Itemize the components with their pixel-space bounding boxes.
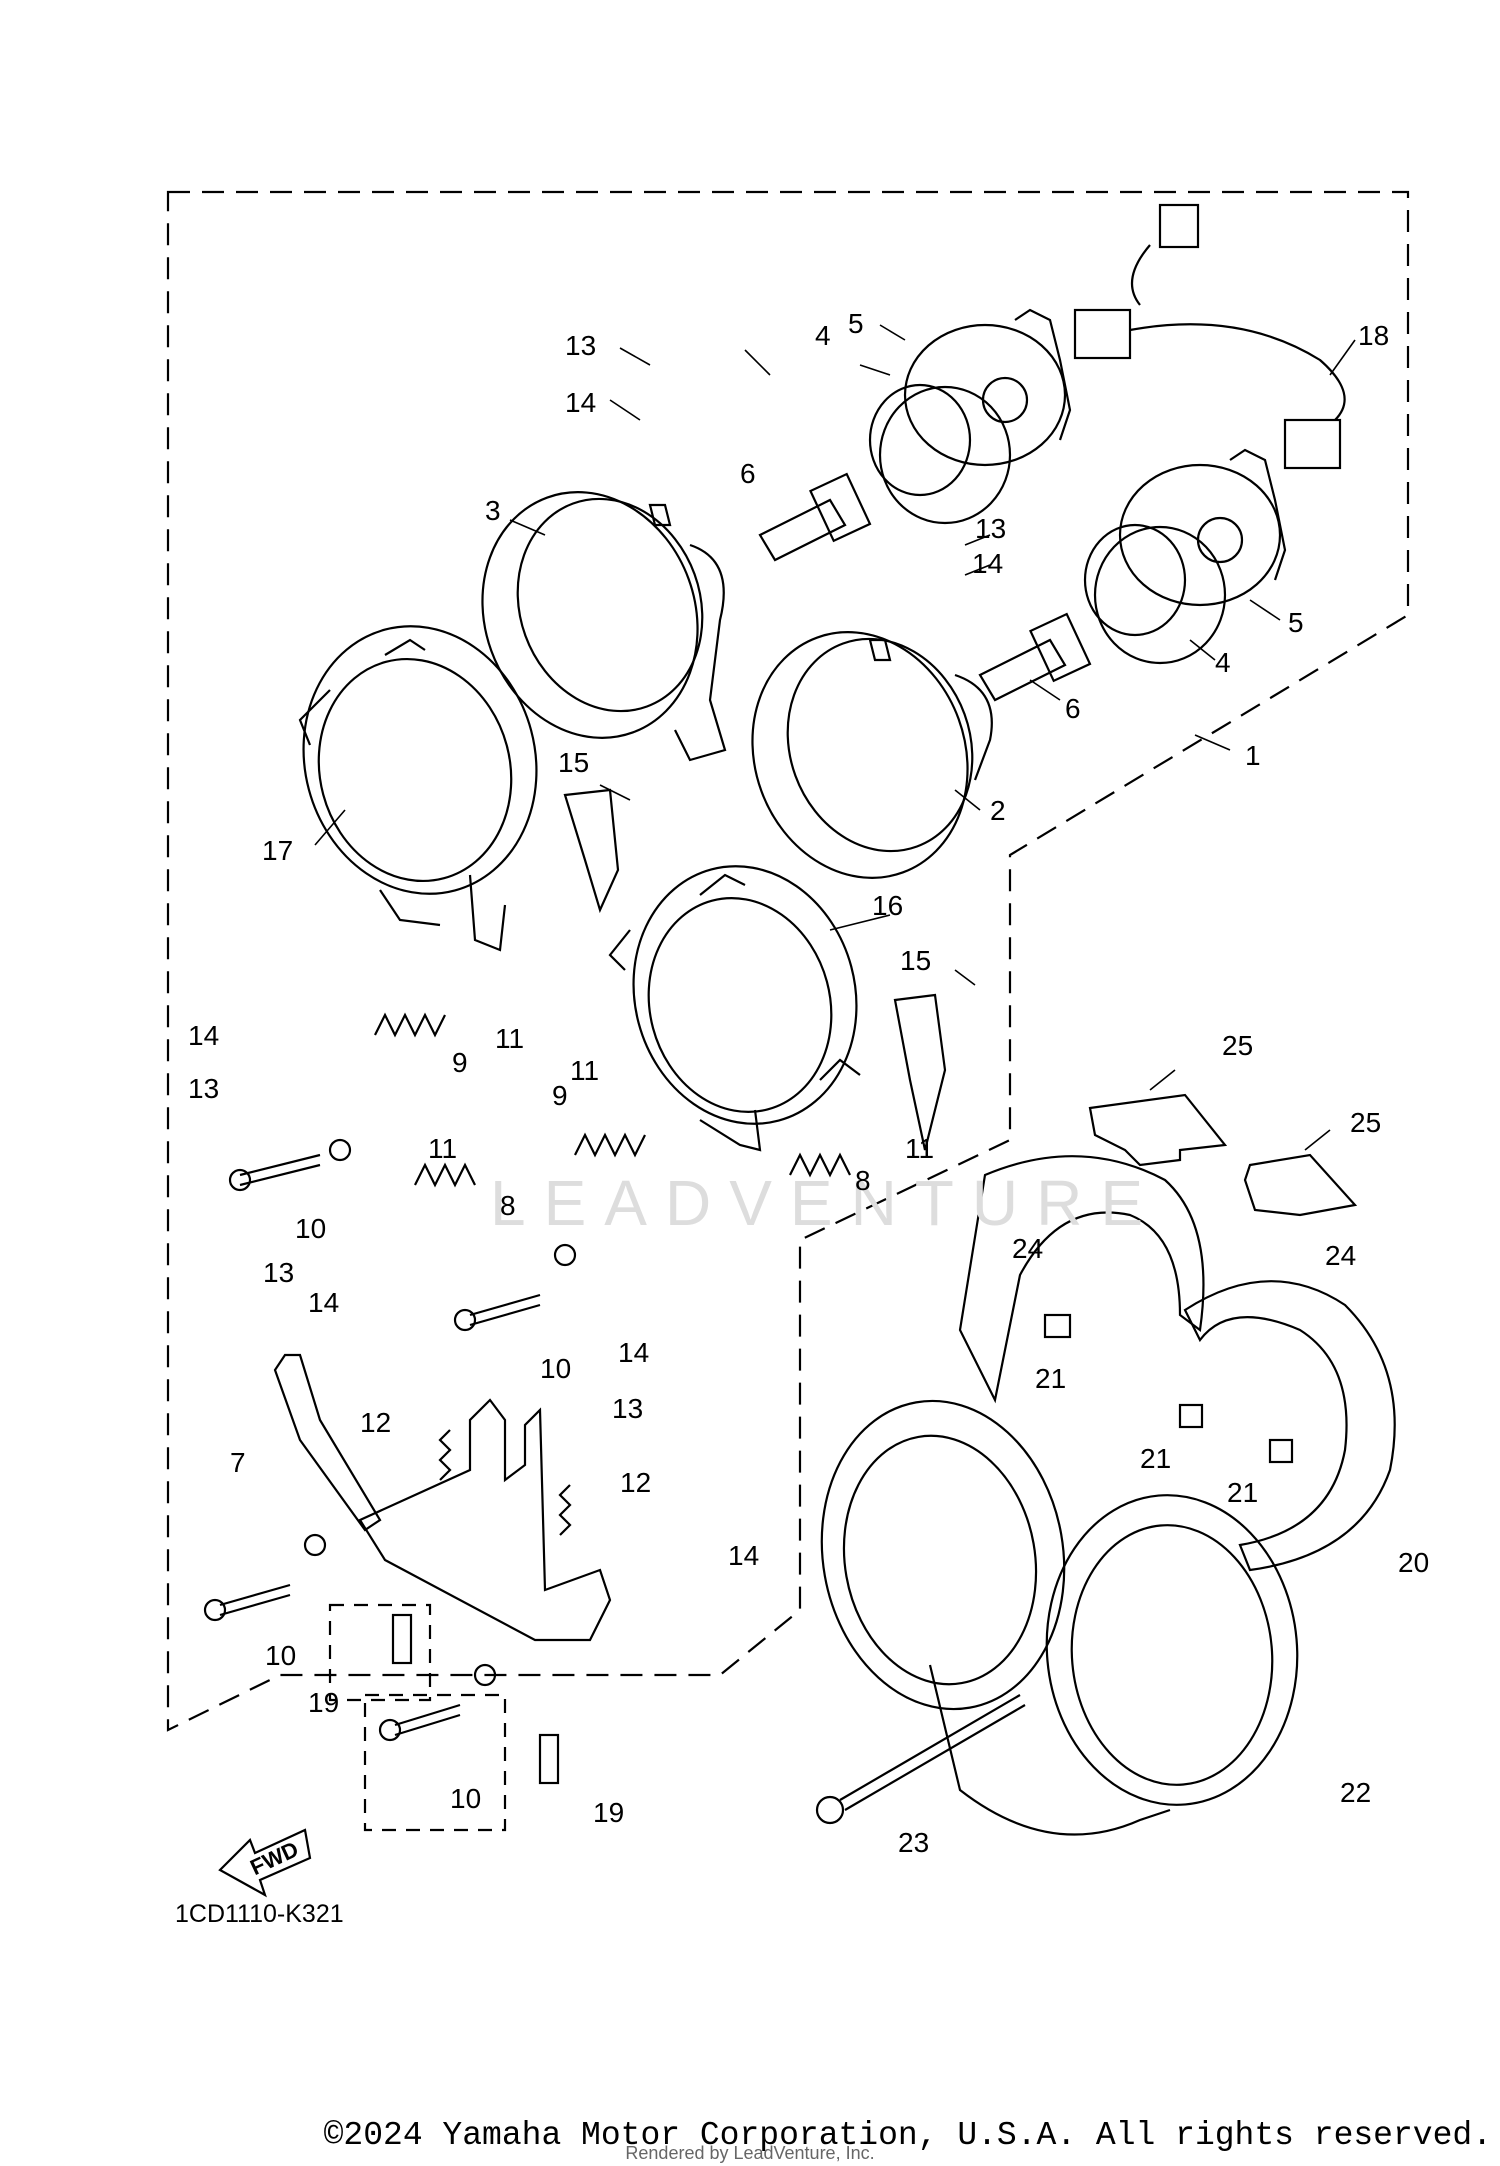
label-18: 18 [1358,320,1389,351]
label-12-b: 12 [620,1467,651,1498]
spring-8-left [414,1162,476,1188]
headlight-socket-5-lower [1093,448,1287,665]
wire-harness-18 [1073,203,1346,470]
watermark: LEADVENTURE [490,1167,1161,1239]
label-17: 17 [262,835,293,866]
diagram-code: 1CD1110-K321 [175,1900,344,1928]
label-15-b: 15 [900,945,931,976]
label-16: 16 [872,890,903,921]
label-3: 3 [485,495,501,526]
label-19-b: 19 [593,1797,624,1828]
bulb-6-lower [978,612,1092,702]
cover-24 [958,1155,1205,1404]
label-10-c: 10 [265,1640,296,1671]
label-13-a: 13 [565,330,596,361]
adjust-bracket-15-right [893,993,947,1151]
label-14-f: 14 [728,1540,759,1571]
label-2: 2 [990,795,1006,826]
headlight-housing-2 [751,631,993,879]
label-22: 22 [1340,1777,1371,1808]
spring-12-b [558,1484,572,1536]
label-13-e: 13 [612,1393,643,1424]
label-8-a: 8 [500,1190,516,1221]
label-14-d: 14 [308,1287,339,1318]
socket-ring-4-upper [868,383,972,497]
sub-outline-a [328,1603,432,1702]
spring-9-left [374,1012,446,1038]
label-7: 7 [230,1447,246,1478]
headlight-stay-7 [273,1353,382,1532]
mounting-ring-16 [608,865,861,1152]
label-4-b: 4 [1215,647,1231,678]
label-14-a: 14 [565,387,596,418]
socket-ring-4-lower [1083,523,1187,637]
adjust-bracket-15-left [563,788,620,914]
label-21-b: 21 [1140,1443,1171,1474]
label-21-c: 21 [1227,1477,1258,1508]
label-11-a: 11 [495,1023,524,1054]
label-5-b: 5 [1288,607,1304,638]
label-5-a: 5 [848,308,864,339]
clip-21-c [1268,1438,1294,1464]
clip-21-b [1178,1403,1204,1429]
assembly-outline [166,190,1410,1732]
bulb-6-upper [758,472,872,562]
label-9-a: 9 [452,1047,468,1078]
label-10-b: 10 [540,1353,571,1384]
mounting-ring-17 [298,625,538,952]
screw-19-a [391,1613,413,1665]
spring-9-mid [574,1132,646,1158]
label-15-a: 15 [558,747,589,778]
bolt-10-b [453,1243,577,1332]
lower-bracket [358,1398,612,1642]
label-14-b: 14 [972,548,1003,579]
clip-21-a [1043,1313,1072,1339]
bolt-23 [815,1694,1026,1825]
rendered-by-note: Rendered by LeadVenture, Inc. [625,2143,875,2163]
label-20: 20 [1398,1547,1429,1578]
label-14-e: 14 [618,1337,649,1368]
label-24-b: 24 [1325,1240,1356,1271]
part-labels: 1 2 3 4 4 5 5 6 6 7 8 8 9 9 10 10 10 10 … [188,308,1429,1858]
label-10-a: 10 [295,1213,326,1244]
label-8-b: 8 [855,1165,871,1196]
label-9-b: 9 [552,1080,568,1111]
plate-25-b [1243,1153,1358,1217]
label-19-a: 19 [308,1687,339,1718]
label-6-b: 6 [1065,693,1081,724]
label-11-c: 11 [570,1055,599,1086]
label-24-a: 24 [1012,1233,1043,1264]
headlight-housing-3 [481,491,727,762]
label-11-d: 11 [905,1133,934,1164]
fwd-arrow-icon [218,1828,312,1898]
label-23: 23 [898,1827,929,1858]
label-25-a: 25 [1222,1030,1253,1061]
label-13-d: 13 [263,1257,294,1288]
label-4-a: 4 [815,320,831,351]
label-13-c: 13 [188,1073,219,1104]
label-12-a: 12 [360,1407,391,1438]
bolt-10-a [228,1138,352,1192]
label-25-b: 25 [1350,1107,1381,1138]
leader-lines [314,324,1356,1151]
bolt-10-d [378,1663,497,1742]
headlight-visor-22 [820,1399,1299,1836]
screw-19-b [538,1733,560,1785]
spring-12-a [438,1429,452,1481]
bolt-10-c [203,1533,327,1622]
plate-25-a [1088,1093,1228,1167]
cover-20 [1183,1280,1396,1572]
sub-outline-b [363,1693,507,1832]
label-10-d: 10 [450,1783,481,1814]
label-6-a: 6 [740,458,756,489]
label-1: 1 [1245,740,1261,771]
label-13-b: 13 [975,513,1006,544]
label-14-c: 14 [188,1020,219,1051]
label-21-a: 21 [1035,1363,1066,1394]
label-11-b: 11 [428,1133,457,1164]
copyright-notice: ©2024 Yamaha Motor Corporation, U.S.A. A… [323,2117,1492,2154]
headlight-socket-5-upper [878,308,1072,525]
spring-8-right [789,1152,851,1178]
